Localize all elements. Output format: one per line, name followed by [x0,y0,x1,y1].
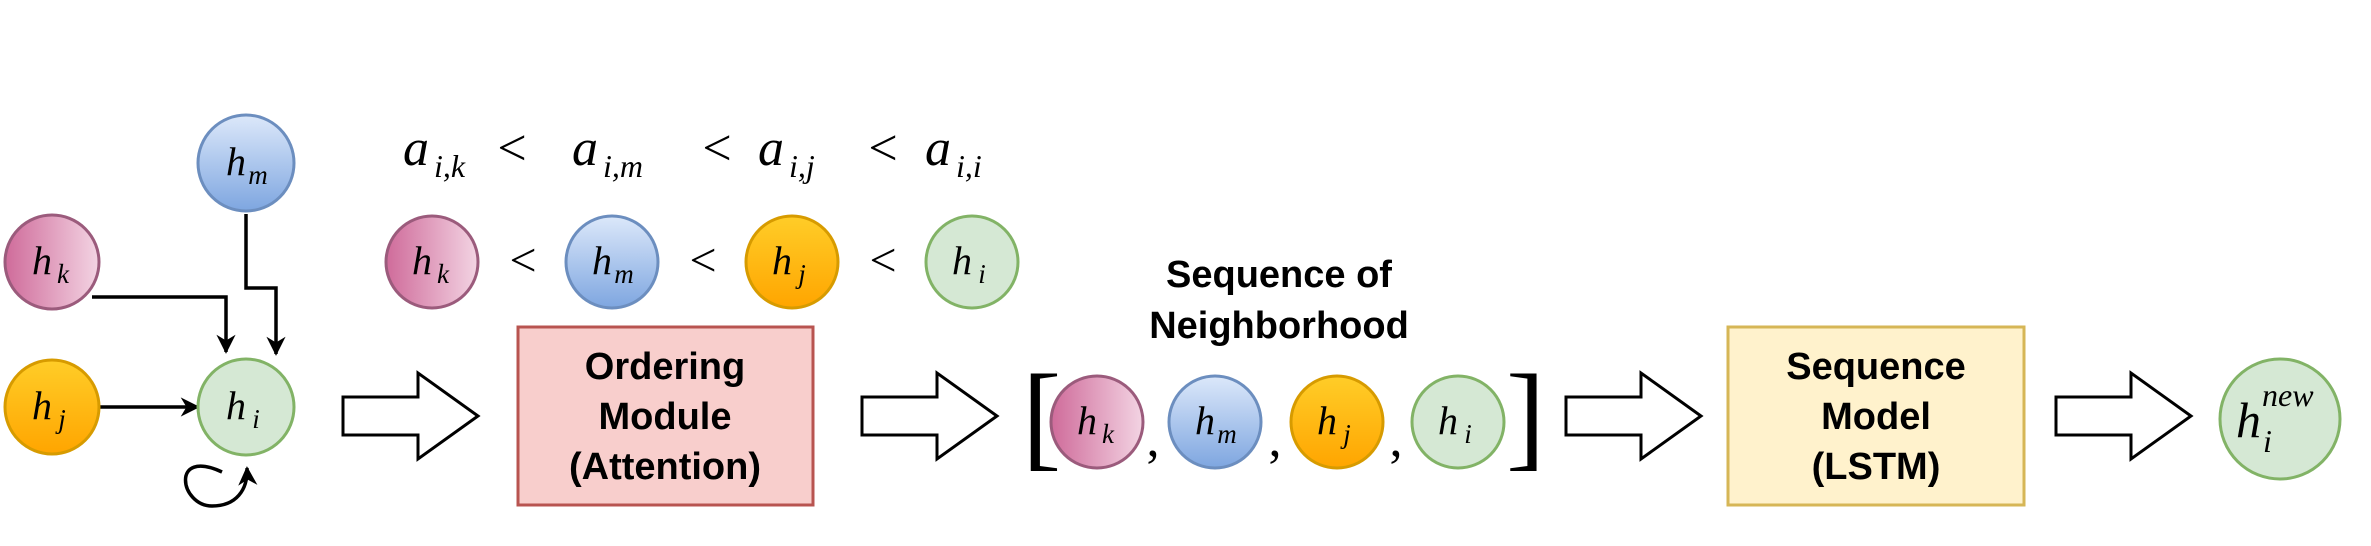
ordering-node-hj: h j [744,214,840,310]
svg-text:i: i [978,259,986,289]
sequence-model-line2: Model [1821,396,1931,438]
svg-text:i,m: i,m [603,148,643,184]
sequence-sep-2: , [1269,411,1282,468]
sequence-node-hi: h i [1410,374,1506,470]
sequence-close-bracket: ] [1506,350,1545,481]
svg-text:i: i [252,404,260,434]
sequence-title-line1: Sequence of [1166,254,1392,296]
sequence-model-box: Sequence Model (LSTM) [1726,325,2026,507]
node-hj: h j [3,358,101,456]
sequence-of-neighborhood: Sequence of Neighborhood [ h k , h m , h… [1022,254,1545,481]
svg-text:a: a [758,120,784,177]
svg-text:j: j [1340,419,1351,449]
svg-text:m: m [1217,419,1237,449]
sequence-node-hk: h k [1049,374,1145,470]
node-hk: h k [3,213,101,311]
flow-arrow-1 [341,370,481,462]
svg-text:k: k [57,259,70,289]
ordering-module-line2: Module [599,396,732,438]
svg-text:h: h [1195,398,1215,443]
svg-text:h: h [226,383,246,428]
svg-text:i,k: i,k [434,148,466,184]
inequality-op-1: < [497,120,526,177]
inequality-op-2: < [702,120,731,177]
svg-text:i: i [2263,423,2272,459]
sequence-model-line3: (LSTM) [1812,446,1941,488]
ordering-module-line3: (Attention) [569,446,761,488]
inequality-term-1: a i,k [403,120,466,184]
ordering-module-line1: Ordering [585,346,745,388]
svg-text:h: h [1077,398,1097,443]
sequence-node-hm: h m [1167,374,1263,470]
svg-text:h: h [592,238,612,283]
sequence-model-line1: Sequence [1786,346,1966,388]
ordering-node-hm: h m [564,214,660,310]
svg-text:i: i [1464,419,1472,449]
ordering-op-1: < [509,234,536,287]
svg-text:h: h [772,238,792,283]
edge-hm-to-hi [244,214,286,356]
flow-arrow-2 [860,370,1000,462]
input-graph: h m h k h j h i [3,113,296,508]
svg-text:h: h [1317,398,1337,443]
node-hi: h i [196,357,296,457]
svg-text:k: k [437,259,450,289]
svg-text:m: m [614,259,634,289]
ordering-module-box: Ordering Module (Attention) [516,325,815,507]
svg-text:h: h [226,139,246,184]
self-loop-hi [183,464,258,508]
ordering-node-hk: h k [384,214,480,310]
sequence-node-hj: h j [1289,374,1385,470]
flow-arrow-4 [2054,370,2194,462]
svg-text:h: h [1438,398,1458,443]
svg-text:new: new [2262,377,2314,413]
output-node-hi-new: h i new [2218,357,2342,481]
edge-hk-to-hi [92,295,236,354]
svg-text:h: h [32,383,52,428]
svg-text:a: a [403,120,429,177]
ordering-op-2: < [689,234,716,287]
inequality-term-3: a i,j [758,120,815,184]
sequence-title-line2: Neighborhood [1149,305,1409,347]
sequence-sep-1: , [1147,411,1160,468]
ordering-node-hi: h i [924,214,1020,310]
sequence-sep-3: , [1390,411,1403,468]
svg-text:a: a [572,120,598,177]
svg-text:h: h [2236,392,2261,448]
inequality-term-2: a i,m [572,120,643,184]
node-ordering: h k < h m < h j < h i [384,214,1020,310]
attention-inequality: a i,k < a i,m < a i,j < a i,i [403,120,982,184]
svg-text:j: j [55,404,66,434]
svg-text:a: a [925,120,951,177]
svg-text:h: h [952,238,972,283]
svg-text:m: m [248,160,268,190]
node-hm: h m [196,113,296,213]
inequality-op-3: < [868,120,897,177]
svg-text:k: k [1102,419,1115,449]
svg-text:j: j [795,259,806,289]
flow-arrow-3 [1564,370,1704,462]
svg-text:i,i: i,i [956,148,982,184]
svg-text:i,j: i,j [789,148,815,184]
ordering-op-3: < [869,234,896,287]
svg-text:h: h [412,238,432,283]
svg-text:h: h [32,238,52,283]
inequality-term-4: a i,i [925,120,982,184]
